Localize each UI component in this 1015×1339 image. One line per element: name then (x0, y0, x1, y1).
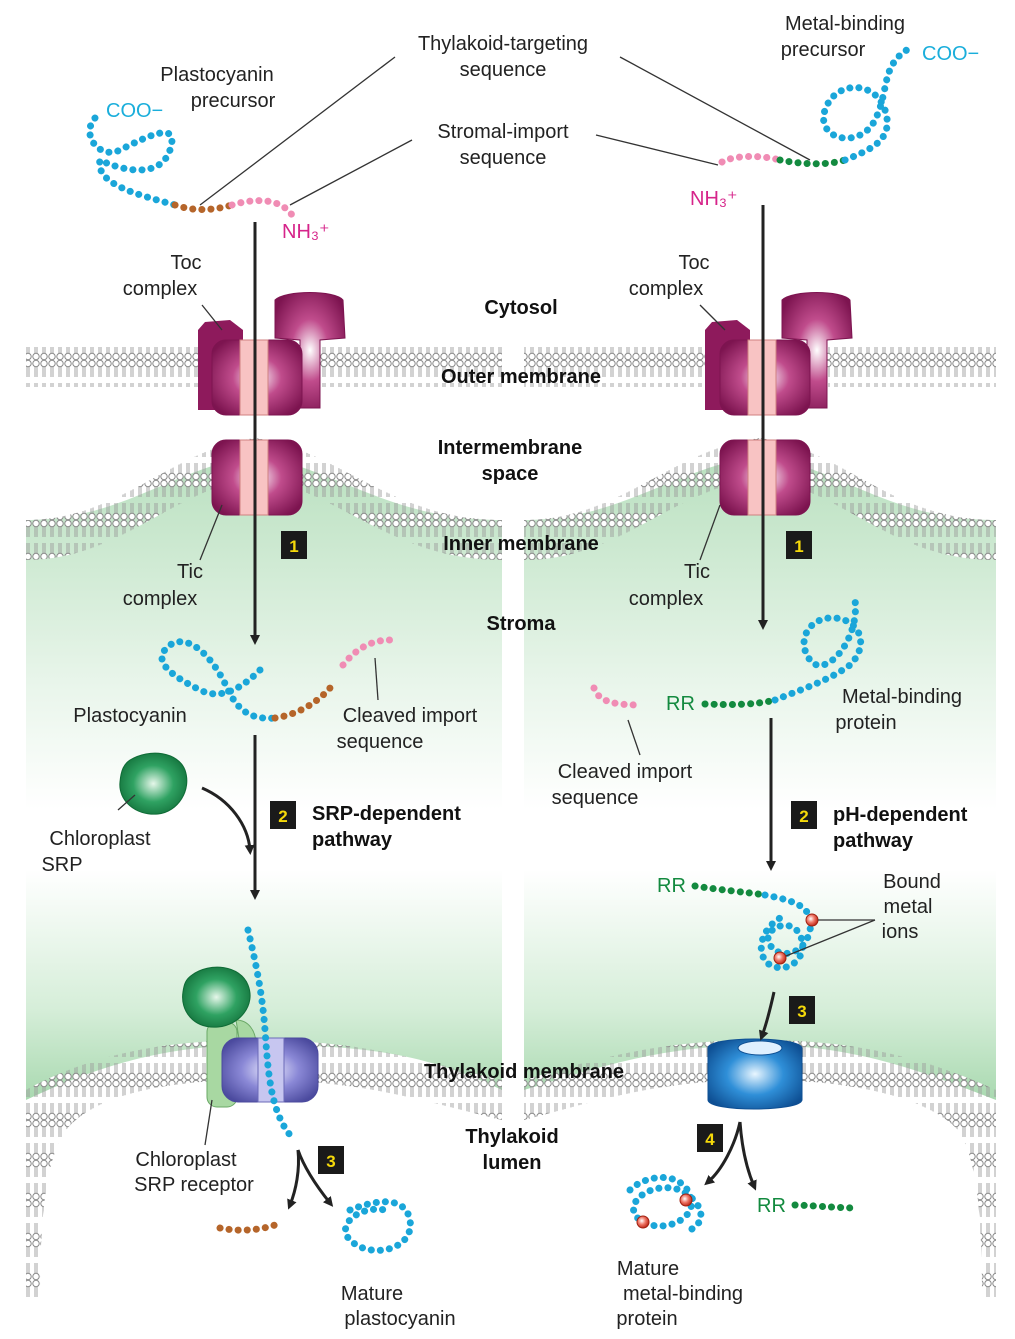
metal-binding-precursor-label-2: precursor (781, 39, 866, 61)
mature-metal-binding-label-3: protein (616, 1308, 677, 1330)
mature-plastocyanin-label-1: Mature (341, 1283, 403, 1305)
mature-plastocyanin-label-2: plastocyanin (344, 1308, 455, 1330)
srp-receptor-label-2: SRP receptor (134, 1174, 254, 1196)
step-1-right-badge (786, 531, 812, 559)
left-nh3-label: NH₃⁺ (282, 221, 330, 243)
chloroplast-srp-label-1: Chloroplast (49, 828, 151, 850)
rr-label-lumen: RR (757, 1195, 786, 1217)
metal-binding-precursor-label-1: Metal-binding (785, 13, 905, 35)
arrows (201, 205, 776, 1210)
intermembrane-label-1: Intermembrane (438, 437, 583, 459)
step-3-left-badge (318, 1146, 344, 1174)
step-3-right-badge (789, 996, 815, 1024)
stromal-import-label-2: sequence (460, 147, 547, 169)
left-cleaved-label-1: Cleaved import (343, 705, 478, 727)
left-cleaved-label-2: sequence (337, 731, 424, 753)
step-2-right-number: 2 (799, 807, 808, 826)
thylakoid-targeting-label-2: sequence (460, 59, 547, 81)
right-cleaved-label-2: sequence (552, 787, 639, 809)
metal-ions (636, 913, 819, 1229)
step-badges: 1 1 2 2 3 3 4 (270, 531, 817, 1174)
right-cleaved-label-1: Cleaved import (558, 761, 693, 783)
srp-receptor-label-1: Chloroplast (135, 1149, 237, 1171)
chloroplast-srp-free (119, 752, 188, 815)
tic-left-label-1: Tic (177, 561, 203, 583)
bound-metal-ions-label-3: ions (882, 921, 919, 943)
right-coo-label: COO− (922, 43, 979, 65)
rr-label-stroma: RR (666, 693, 695, 715)
mature-metal-binding-label-1: Mature (617, 1258, 679, 1280)
left-coo-label: COO− (106, 100, 163, 122)
toc-right-label-1: Toc (678, 252, 709, 274)
cytosol-label: Cytosol (484, 297, 557, 319)
mature-metal-binding-label-2: metal-binding (623, 1283, 743, 1305)
plastocyanin-precursor-label-1: Plastocyanin (160, 64, 273, 86)
step-1-right-number: 1 (794, 537, 803, 556)
rr-label-folded: RR (657, 875, 686, 897)
srp-pathway-label-2: pathway (312, 829, 393, 851)
stroma-label: Stroma (487, 613, 557, 635)
srp-pathway-label-1: SRP-dependent (312, 803, 461, 825)
outer-membrane-label: Outer membrane (441, 366, 601, 388)
metal-binding-protein-label-2: protein (835, 712, 896, 734)
step-2-left-badge (270, 801, 296, 829)
thylakoid-lumen-label-1: Thylakoid (465, 1126, 558, 1148)
metal-binding-protein-label-1: Metal-binding (842, 686, 962, 708)
bound-metal-ions-label-2: metal (884, 896, 933, 918)
tic-complex-left (211, 439, 303, 516)
step-2-left-number: 2 (278, 807, 287, 826)
step-1-left-badge (281, 531, 307, 559)
leader-lines (117, 56, 876, 1146)
chloroplast-srp-bound (182, 966, 251, 1028)
step-1-left-number: 1 (289, 537, 298, 556)
tic-complex-right (719, 439, 811, 516)
step-3-left-number: 3 (326, 1152, 335, 1171)
bound-metal-ions-label-1: Bound (883, 871, 941, 893)
right-nh3-label: NH₃⁺ (690, 188, 738, 210)
step-4-badge (697, 1124, 723, 1152)
intermembrane-label-2: space (482, 463, 539, 485)
tic-right-label-1: Tic (684, 561, 710, 583)
thylakoid-targeting-label-1: Thylakoid-targeting (418, 33, 588, 55)
ph-pathway-label-1: pH-dependent (833, 804, 968, 826)
plastocyanin-label: Plastocyanin (73, 705, 186, 727)
tat-translocon (707, 1038, 803, 1110)
toc-right-label-2: complex (629, 278, 703, 300)
thylakoid-lumen-label-2: lumen (483, 1152, 542, 1174)
thylakoid-membrane-label: Thylakoid membrane (424, 1061, 624, 1083)
step-2-right-badge (791, 801, 817, 829)
stroma-background (26, 455, 996, 1100)
toc-left-label-2: complex (123, 278, 197, 300)
toc-left-label-1: Toc (170, 252, 201, 274)
tic-right-label-2: complex (629, 588, 703, 610)
step-4-number: 4 (705, 1130, 715, 1149)
tic-left-label-2: complex (123, 588, 197, 610)
stromal-import-label-1: Stromal-import (437, 121, 569, 143)
plastocyanin-precursor-label-2: precursor (191, 90, 276, 112)
chloroplast-srp-label-2: SRP (41, 854, 82, 876)
ph-pathway-label-2: pathway (833, 830, 914, 852)
step-3-right-number: 3 (797, 1002, 806, 1021)
inner-membrane-label: Inner membrane (443, 533, 599, 555)
